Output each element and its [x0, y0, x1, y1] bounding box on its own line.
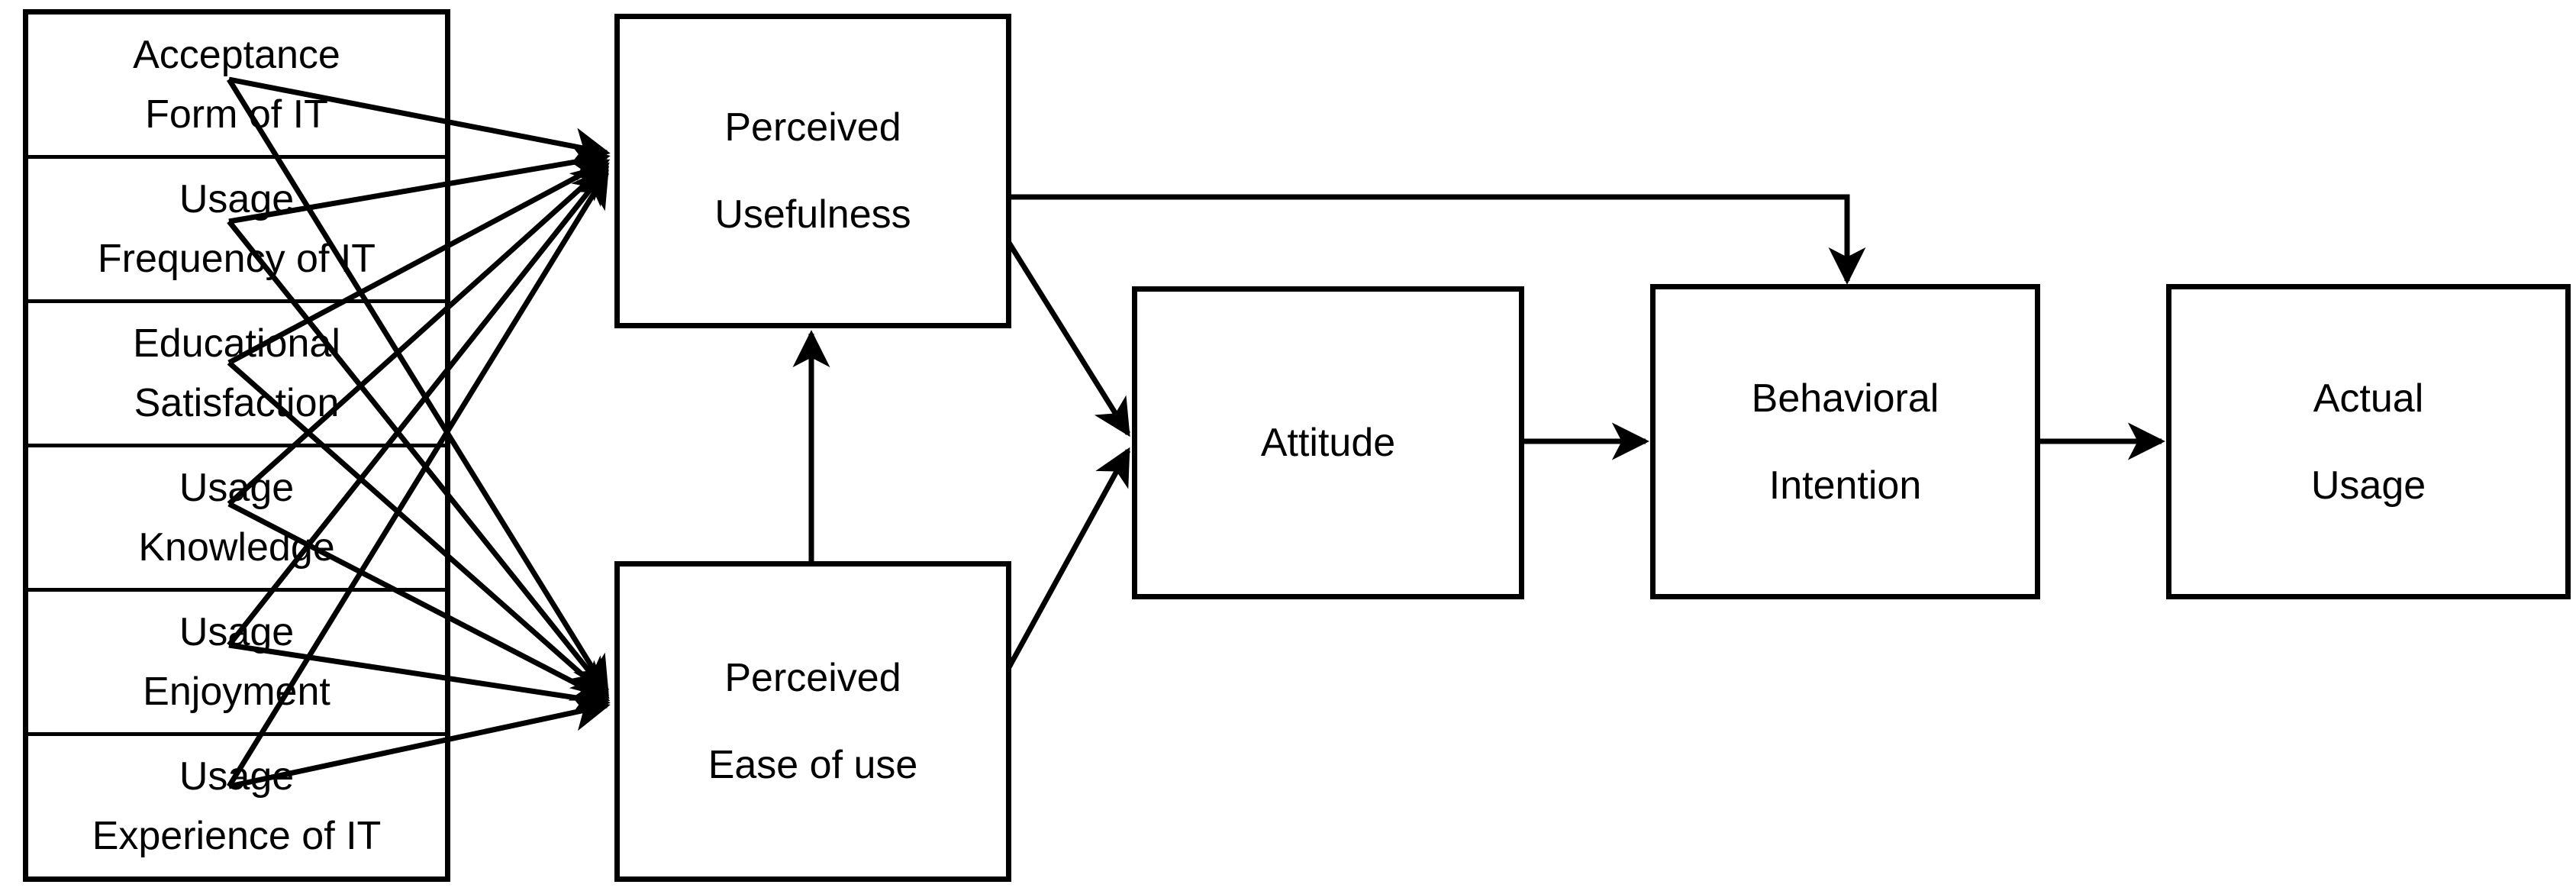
stack-item-line2: Form of IT [145, 92, 328, 137]
stack-item-usage-knowledge[interactable]: Usage Knowledge [28, 447, 445, 592]
stack-item-line1: Acceptance [133, 33, 340, 77]
node-label-line2: Usage [2310, 463, 2426, 508]
node-label-line1: Perceived [724, 105, 901, 150]
stack-item-line2: Frequency of IT [97, 237, 376, 281]
stack-item-line2: Satisfaction [134, 381, 340, 425]
node-perceived-ease-of-use[interactable]: Perceived Ease of use [614, 561, 1011, 882]
node-label-line2: Intention [1768, 463, 1922, 508]
node-perceived-usefulness[interactable]: Perceived Usefulness [614, 14, 1011, 328]
node-behavioral-intention[interactable]: Behavioral Intention [1650, 284, 2040, 599]
stack-item-usage-enjoyment[interactable]: Usage Enjoyment [28, 592, 445, 736]
edge-enjoyment-to-pu [227, 166, 610, 647]
edge-acceptance-to-peou [227, 78, 609, 695]
edge-pu-to-attitude [1007, 241, 1130, 437]
edge-experience-to-peou [228, 694, 611, 789]
node-label-line1: Perceived [724, 656, 901, 700]
edge-pu-to-bi [1009, 194, 1866, 285]
stack-item-line1: Educational [133, 321, 340, 366]
stack-item-usage-frequency-of-it[interactable]: Usage Frequency of IT [28, 159, 445, 303]
edge-frequency-to-pu [228, 144, 611, 224]
edge-enjoyment-to-peou [228, 642, 611, 716]
node-label-line2: Ease of use [708, 743, 918, 787]
node-label-line1: Actual [2313, 376, 2424, 421]
stack-item-line1: Usage [179, 754, 295, 799]
node-attitude[interactable]: Attitude [1132, 286, 1524, 599]
edge-acceptance-to-pu [228, 76, 611, 165]
stack-item-line1: Usage [179, 610, 295, 654]
edge-experience-to-pu [227, 169, 609, 788]
stack-item-line1: Usage [179, 466, 295, 510]
stack-item-acceptance-form-of-it[interactable]: Acceptance Form of IT [28, 15, 445, 159]
external-variables-stack: Acceptance Form of IT Usage Frequency of… [23, 9, 450, 882]
node-label-line1: Behavioral [1751, 376, 1939, 421]
stack-item-line2: Enjoyment [143, 670, 330, 714]
node-actual-usage[interactable]: Actual Usage [2166, 284, 2571, 599]
edge-knowledge-to-pu [227, 162, 610, 506]
core-model-edges [792, 194, 2165, 669]
edge-satisfaction-to-peou [227, 360, 610, 699]
edge-peou-to-attitude [1006, 447, 1131, 669]
stack-item-educational-satisfaction[interactable]: Educational Satisfaction [28, 303, 445, 447]
stack-item-usage-experience-of-it[interactable]: Usage Experience of IT [28, 736, 445, 876]
stack-item-line2: Knowledge [138, 525, 335, 570]
stack-item-line1: Usage [179, 177, 295, 221]
stack-item-line2: Experience of IT [92, 814, 382, 858]
node-label: Attitude [1260, 421, 1396, 465]
node-label-line2: Usefulness [714, 192, 911, 237]
edge-satisfaction-to-pu [227, 158, 611, 366]
edge-knowledge-to-peou [227, 501, 611, 702]
